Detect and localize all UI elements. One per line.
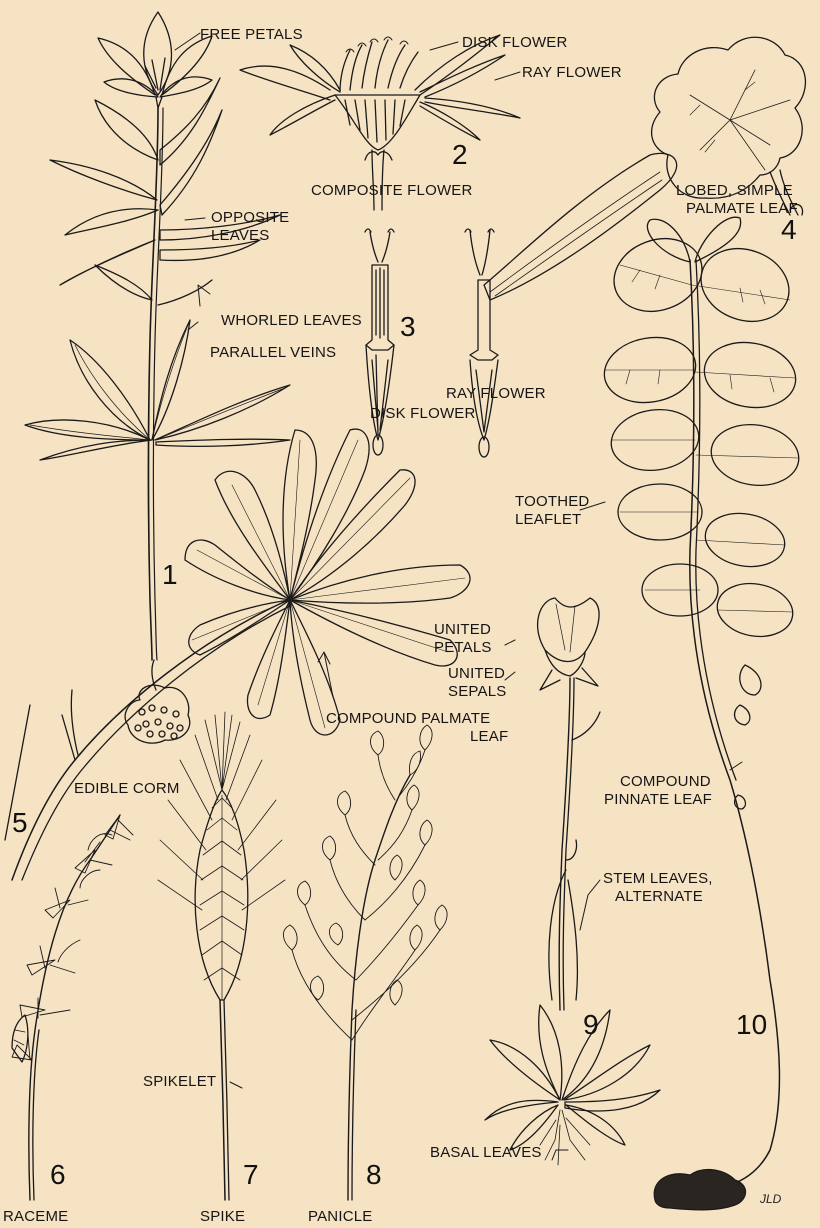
figure-number-5: 5 <box>12 808 28 838</box>
label-panicle: PANICLE <box>308 1208 372 1225</box>
figure-number-3: 3 <box>400 312 416 342</box>
edible-corm <box>125 660 190 743</box>
label-spikelet: SPIKELET <box>143 1073 216 1090</box>
figure-number-2: 2 <box>452 140 468 170</box>
label-free-petals: FREE PETALS <box>200 26 303 43</box>
pinnate-leaf <box>599 217 803 1210</box>
figure-number-6: 6 <box>50 1160 66 1190</box>
figure-number-1: 1 <box>162 560 178 590</box>
figure-number-10: 10 <box>736 1010 767 1040</box>
label-pinnate-leaf: PINNATE LEAF <box>604 791 712 808</box>
label-disk-flower-fig3: DISK FLOWER <box>370 405 476 422</box>
label-toothed: TOOTHED <box>515 493 589 510</box>
artist-signature: JLD <box>760 1192 781 1206</box>
label-spike: SPIKE <box>200 1208 245 1225</box>
compound-palmate-leaf <box>5 429 470 880</box>
label-alternate: ALTERNATE <box>615 888 703 905</box>
figure-number-7: 7 <box>243 1160 259 1190</box>
label-compound-palmate: COMPOUND PALMATE <box>326 710 490 727</box>
raceme-grass <box>12 815 133 1200</box>
label-parallel-veins: PARALLEL VEINS <box>210 344 336 361</box>
lily-plant <box>25 12 290 743</box>
label-ray-flower-fig3: RAY FLOWER <box>446 385 546 402</box>
label-disk-flower-fig2: DISK FLOWER <box>462 34 568 51</box>
label-edible-corm: EDIBLE CORM <box>74 780 180 797</box>
label-stem-leaves: STEM LEAVES, <box>603 870 713 887</box>
figure-number-9: 9 <box>583 1010 599 1040</box>
label-basal-leaves: BASAL LEAVES <box>430 1144 542 1161</box>
label-composite-flower: COMPOSITE FLOWER <box>311 182 473 199</box>
label-united-sepals-1: UNITED <box>448 665 505 682</box>
label-united-petals-1: UNITED <box>434 621 491 638</box>
label-leaflet: LEAFLET <box>515 511 581 528</box>
label-sepals: SEPALS <box>448 683 506 700</box>
label-leaf-fig5: LEAF <box>470 728 508 745</box>
label-compound: COMPOUND <box>620 773 711 790</box>
label-raceme: RACEME <box>3 1208 68 1225</box>
label-leaves: LEAVES <box>211 227 269 244</box>
label-opposite: OPPOSITE <box>211 209 289 226</box>
label-petals: PETALS <box>434 639 492 656</box>
label-whorled-leaves: WHORLED LEAVES <box>221 312 362 329</box>
lily-flower <box>98 12 212 108</box>
leader-lines <box>175 33 742 1160</box>
figure-number-8: 8 <box>366 1160 382 1190</box>
label-lobed-simple: LOBED, SIMPLE <box>676 182 793 199</box>
label-ray-flower-fig2: RAY FLOWER <box>522 64 622 81</box>
figure-number-4: 4 <box>781 215 797 245</box>
panicle-grass <box>283 725 447 1200</box>
